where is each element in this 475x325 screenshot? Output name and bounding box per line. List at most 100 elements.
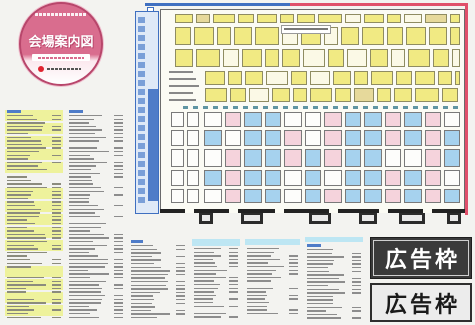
list-highlight-yellow [5,240,63,251]
booth [242,49,262,67]
text-line [194,294,216,297]
text-line-number [114,169,123,171]
booth [196,14,210,23]
text-line [194,255,221,257]
booth [234,27,252,45]
text-line [69,284,99,286]
hall-south-wall [160,209,465,213]
booth [205,71,225,85]
aisle-marker [343,106,348,109]
text-line [7,165,38,167]
text-line [194,248,221,250]
text-line [131,252,161,254]
floor-plan-map [133,3,469,229]
booth [282,49,300,67]
text-line [7,248,38,250]
west-hall-booth [138,107,145,113]
booth [364,189,382,203]
booth [385,189,401,203]
text-line [7,125,43,128]
text-line [7,208,41,210]
list-highlight-yellow [5,162,63,173]
booth [284,170,302,186]
text-line-number [289,312,298,315]
text-line-number [52,215,61,218]
text-line [7,147,46,149]
organizer-logo-icon [38,66,44,72]
booth [249,88,269,102]
booth [187,112,199,127]
text-line [69,305,89,308]
text-line-number [114,248,123,250]
text-line-number [114,133,123,135]
text-line-number [114,125,123,128]
text-line [69,147,97,149]
exhibitor-list-column [5,108,63,322]
text-line [7,302,46,304]
text-line-number [352,256,361,258]
text-line [69,118,94,120]
text-line [131,273,168,276]
text-line [247,298,265,300]
text-line-number [352,263,361,265]
text-line-number [52,248,61,250]
text-line [307,285,328,287]
text-line-number [52,291,61,293]
text-line [194,280,214,282]
booth [335,88,351,102]
text-line [7,190,33,192]
text-line-number [114,295,123,297]
text-line [7,280,33,282]
text-line [247,280,271,282]
text-line-number [176,273,185,276]
text-line [7,259,30,261]
aisle-marker [323,106,328,109]
text-line [131,263,154,265]
text-line [7,140,41,142]
text-line [307,281,345,283]
text-line [194,251,214,253]
text-line [247,255,271,257]
aisle-marker [363,106,368,109]
list-highlight-cyan [305,237,363,242]
aisle-marker [263,106,268,109]
text-line-number [229,291,238,293]
text-line-number [289,287,298,289]
booth [244,149,262,167]
text-line [307,299,333,301]
west-hall-booth [138,125,145,131]
aisle-marker [383,106,388,109]
text-line [7,305,29,308]
booth [450,27,460,45]
text-line [69,251,89,254]
text-line [7,255,27,257]
booth [406,27,426,45]
text-line-number [352,270,361,272]
text-line [131,317,157,319]
text-line [7,129,42,131]
text-line [7,201,34,203]
text-line-number [114,154,123,156]
list-highlight-yellow [5,149,63,160]
booth [444,170,460,186]
west-hall-band [148,89,158,201]
booth [171,170,184,186]
booth [284,189,302,203]
badge-subtitle-text [35,13,87,16]
text-line [7,151,39,153]
text-line [69,172,100,174]
booth [265,189,281,203]
text-line [247,269,276,271]
text-line-number [176,263,185,265]
booth [324,170,342,186]
booth [324,189,342,203]
text-line [307,270,329,272]
text-line [7,230,34,232]
text-line-number [114,244,123,246]
booth [225,170,241,186]
booth [204,130,222,146]
text-line-number [176,248,185,250]
text-line-number [114,287,123,290]
booth [175,49,193,67]
aisle-marker [393,106,398,109]
